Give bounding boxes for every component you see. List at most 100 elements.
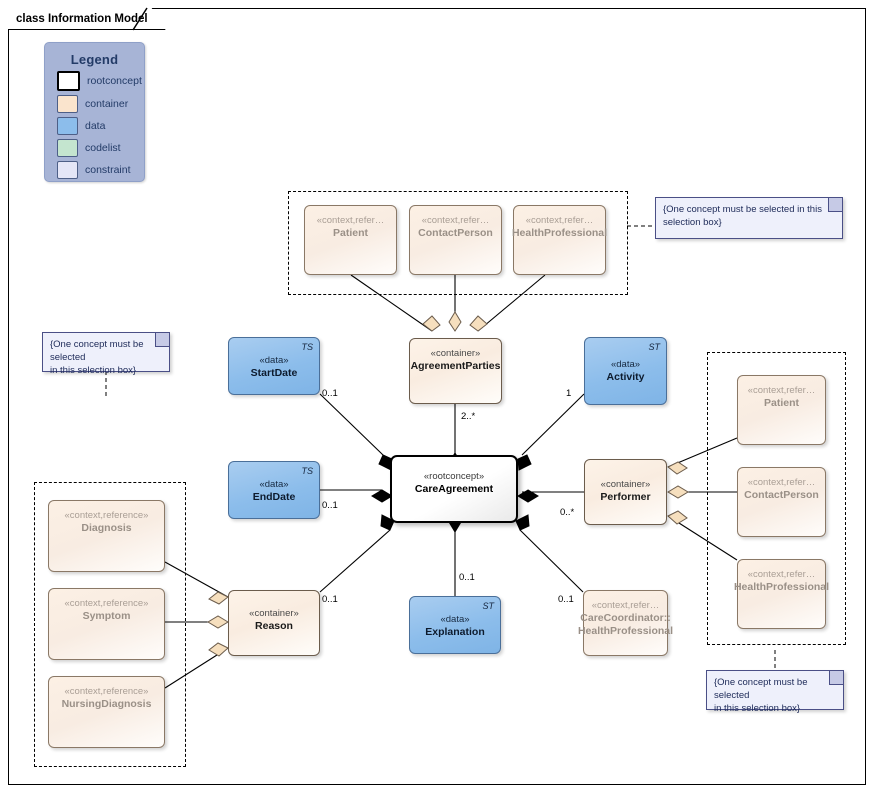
node-nursing-diagnosis[interactable]: «context,reference» NursingDiagnosis bbox=[48, 676, 165, 748]
node-care-agreement[interactable]: «rootconcept» CareAgreement bbox=[390, 455, 518, 523]
stereotype-label: «data» bbox=[610, 359, 641, 370]
node-reason[interactable]: «container» Reason bbox=[228, 590, 320, 656]
selection-box-reason bbox=[34, 482, 186, 767]
multiplicity-activity: 1 bbox=[566, 388, 572, 399]
edge-carecoordinator-careagreement bbox=[519, 529, 584, 593]
legend-item-container: container bbox=[57, 95, 144, 113]
stereotype-label: «data» bbox=[440, 614, 470, 625]
note-line-2: in this selection box} bbox=[714, 703, 801, 714]
node-name: HealthProfessional bbox=[511, 227, 608, 239]
frame-title-label: class Information Model bbox=[16, 12, 148, 25]
edge-performer-right-patient bbox=[667, 437, 738, 468]
stereotype-label: «container» bbox=[600, 479, 651, 490]
edge-reason-careagreement bbox=[319, 529, 391, 593]
legend-panel: Legend rootconcept container data codeli… bbox=[44, 42, 145, 182]
edge-healthprofessional-parties bbox=[477, 274, 546, 332]
node-right-health-professional[interactable]: «context,refer… HealthProfessional bbox=[733, 559, 830, 629]
multiplicity-end-date: 0..1 bbox=[322, 500, 338, 511]
note-selection-left: {One concept must be selected in this se… bbox=[42, 332, 170, 376]
stereotype-label: «data» bbox=[259, 355, 289, 366]
stereotype-label: «data» bbox=[259, 479, 289, 490]
diamond-aggregation-reason-bottom bbox=[208, 642, 229, 657]
stereotype-label: «context,refer… bbox=[421, 215, 490, 226]
type-marker: ST bbox=[648, 342, 660, 352]
diamond-composition-bottomright bbox=[515, 514, 530, 531]
node-top-contact-person[interactable]: «context,refer… ContactPerson bbox=[409, 205, 502, 275]
node-name: Activity bbox=[606, 371, 645, 383]
note-line-1: {One concept must be selected bbox=[714, 677, 808, 701]
node-name: Explanation bbox=[425, 626, 485, 638]
selection-box-agreement-parties bbox=[288, 191, 628, 295]
node-right-contact-person[interactable]: «context,refer… ContactPerson bbox=[737, 467, 826, 537]
node-name: Reason bbox=[255, 620, 293, 632]
legend-swatch-rootconcept bbox=[57, 71, 80, 91]
legend-label-rootconcept: rootconcept bbox=[87, 75, 142, 87]
legend-swatch-codelist bbox=[57, 139, 78, 157]
legend-label-container: container bbox=[85, 98, 129, 110]
node-name: ContactPerson bbox=[418, 227, 493, 239]
diamond-aggregation-parties-left bbox=[422, 315, 441, 332]
diamond-composition-bottomleft bbox=[380, 514, 395, 531]
node-name: NursingDiagnosis bbox=[61, 698, 152, 710]
node-name: CareAgreement bbox=[414, 483, 494, 495]
diamond-aggregation-parties-right bbox=[469, 315, 488, 332]
node-name: EndDate bbox=[252, 491, 296, 503]
selection-box-performer bbox=[707, 352, 846, 645]
legend-swatch-constraint bbox=[57, 161, 78, 179]
node-start-date[interactable]: TS «data» StartDate bbox=[228, 337, 320, 395]
note-fold-corner bbox=[828, 198, 842, 212]
multiplicity-performer: 0..* bbox=[560, 507, 575, 518]
node-top-health-professional[interactable]: «context,refer… HealthProfessional bbox=[511, 205, 608, 275]
legend-label-codelist: codelist bbox=[85, 142, 121, 154]
multiplicity-explanation: 0..1 bbox=[459, 572, 475, 583]
stereotype-label: «context,refer… bbox=[591, 600, 660, 611]
edge-patient-parties bbox=[350, 274, 433, 332]
legend-item-rootconcept: rootconcept bbox=[57, 71, 144, 91]
legend-title: Legend bbox=[70, 52, 119, 67]
type-marker: TS bbox=[301, 466, 313, 476]
node-name: Symptom bbox=[82, 610, 131, 622]
node-performer[interactable]: «container» Performer bbox=[584, 459, 667, 525]
legend-label-constraint: constraint bbox=[85, 164, 131, 176]
legend-swatch-container bbox=[57, 95, 78, 113]
note-line-1: {One concept must be selected bbox=[50, 339, 144, 363]
type-marker: TS bbox=[301, 342, 313, 352]
diagram-frame bbox=[8, 8, 866, 785]
node-top-patient[interactable]: «context,refer… Patient bbox=[304, 205, 397, 275]
stereotype-label: «container» bbox=[430, 348, 481, 359]
node-name: CareCoordinator:: bbox=[580, 612, 671, 624]
note-line-1: {One concept must be selected in this bbox=[663, 204, 822, 215]
node-name: HealthProfessional bbox=[733, 581, 830, 593]
node-care-coordinator[interactable]: «context,refer… CareCoordinator:: Health… bbox=[578, 590, 673, 656]
legend-label-data: data bbox=[85, 120, 106, 132]
stereotype-label: «context,reference» bbox=[64, 598, 149, 609]
edge-startdate-careagreement bbox=[319, 393, 384, 456]
note-line-2: selection box} bbox=[663, 217, 722, 228]
node-symptom[interactable]: «context,reference» Symptom bbox=[48, 588, 165, 660]
legend-swatch-data bbox=[57, 117, 78, 135]
diamond-aggregation-reason-mid bbox=[207, 615, 229, 629]
diamond-aggregation-performer-bottom bbox=[667, 510, 688, 525]
stereotype-label: «context,refer… bbox=[747, 477, 816, 488]
multiplicity-start-date: 0..1 bbox=[322, 388, 338, 399]
diamond-aggregation-parties-mid bbox=[448, 311, 462, 332]
diamond-composition-right bbox=[517, 489, 539, 503]
note-selection-top: {One concept must be selected in this se… bbox=[655, 197, 843, 239]
stereotype-label: «context,refer… bbox=[316, 215, 385, 226]
node-diagnosis[interactable]: «context,reference» Diagnosis bbox=[48, 500, 165, 572]
node-name: ContactPerson bbox=[744, 489, 819, 501]
type-marker: ST bbox=[482, 601, 494, 611]
node-explanation[interactable]: ST «data» Explanation bbox=[409, 596, 501, 654]
stereotype-label: «context,refer… bbox=[525, 215, 594, 226]
diamond-aggregation-reason-top bbox=[208, 591, 229, 605]
node-activity[interactable]: ST «data» Activity bbox=[584, 337, 667, 405]
node-end-date[interactable]: TS «data» EndDate bbox=[228, 461, 320, 519]
node-name: Patient bbox=[332, 227, 368, 239]
node-right-patient[interactable]: «context,refer… Patient bbox=[737, 375, 826, 445]
node-agreement-parties[interactable]: «container» AgreementParties bbox=[409, 338, 502, 404]
node-name: AgreementParties bbox=[410, 360, 501, 372]
legend-item-constraint: constraint bbox=[57, 161, 144, 179]
frame-title-tab: class Information Model bbox=[8, 8, 166, 30]
